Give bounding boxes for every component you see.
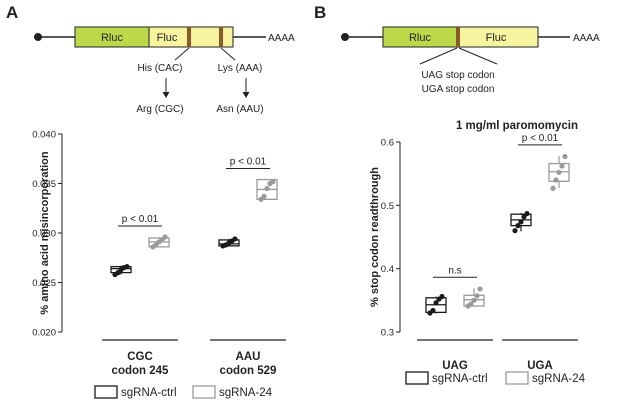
panel-b-pointer-2 [458,47,498,65]
chart-a-y-axis-label: % amino acid misincorporation [39,151,51,314]
panel-a-construct: A Rluc Fluc AAAA His (CAC) Lys (AAA) Arg… [6,3,295,115]
chart-b-category-label: UAG [442,360,468,372]
chart-b-data-point [556,169,562,175]
chart-b-data-point [524,210,530,217]
chart-b-y-axis-label: % stop codon readthrough [369,167,381,307]
chart-a-category-sublabel: codon 529 [220,365,277,377]
panel-b-fluc-label: Fluc [486,32,507,44]
legend-a-treat-swatch [192,385,216,399]
chart-b-significance-label: p < 0.01 [522,133,559,144]
chart-a-significance-label: p < 0.01 [230,157,267,168]
chart-b-y-tick-label: 0.4 [381,264,394,275]
chart-a-box [218,239,240,247]
chart-b-data-point [518,219,524,225]
chart-a: 0.020 0.025 0.030 0.035 0.040 % amino acid mi… [32,130,286,377]
chart-b-data-point [562,153,568,160]
panel-b-polya-label: AAAA [573,33,600,44]
chart-b: 0.3 0.4 0.5 0.6 % stop codon readthrough 1 mg… [369,120,578,372]
panel-a-fluc-label: Fluc [157,32,178,44]
panel-a-mut1-from: His (CAC) [138,63,183,74]
chart-b-box [463,294,485,307]
panel-a-pointer-2 [220,47,236,61]
panel-b-stop-marker [456,27,460,47]
legend-a-ctrl-swatch [94,385,118,399]
chart-b-data-point [430,307,436,314]
chart-b-data-point [515,223,521,229]
chart-b-title: 1 mg/ml paromomycin [456,120,578,132]
legend-a-ctrl-label: sgRNA-ctrl [121,387,177,399]
chart-a-box [110,266,132,274]
chart-a-significance-label: p < 0.01 [122,214,159,225]
chart-a-y-tick-label: 0.025 [32,278,56,289]
legend-b-ctrl-label: sgRNA-ctrl [432,373,488,385]
chart-b-data-point [477,286,483,292]
legend-b-ctrl-swatch [405,371,429,385]
panel-a-rluc-label: Rluc [101,32,124,44]
chart-a-data-point [232,236,238,242]
panel-a-mut2-from: Lys (AAA) [218,63,263,74]
chart-b-data-point [468,301,474,307]
chart-b-y-tick-label: 0.3 [381,328,394,339]
panel-b-letter: B [314,3,326,22]
chart-b-data-point [550,185,556,191]
chart-a-category-label: AAU [236,351,261,363]
chart-a-data-point [162,234,168,240]
panel-a-pointer-1 [174,47,190,61]
panel-a-polya-label: AAAA [268,33,295,44]
panel-a-arrowhead-2-icon [242,92,250,98]
chart-b-data-point [474,293,480,299]
panel-b-stop2-label: UGA stop codon [422,84,495,95]
chart-a-y-tick-label: 0.030 [32,229,56,240]
legend-b: sgRNA-ctrl sgRNA-24 [405,371,586,385]
panel-a-mutation-marker-1 [187,27,191,47]
panel-a-arrowhead-1-icon [162,92,170,98]
panel-b-stop1-label: UAG stop codon [421,70,494,81]
chart-b-data-point [471,297,477,303]
chart-b-y-tick-label: 0.6 [381,138,394,149]
chart-a-category-sublabel: codon 245 [112,365,169,377]
chart-b-significance-label: n.s [448,265,461,276]
panel-a-letter: A [6,3,18,22]
chart-a-y-tick-label: 0.040 [32,130,56,141]
chart-a-y-tick-label: 0.035 [32,179,56,190]
legend-b-treat-swatch [505,371,529,385]
chart-b-data-point [512,228,518,234]
legend-a: sgRNA-ctrl sgRNA-24 [94,385,273,399]
panel-a-mut1-to: Arg (CGC) [136,104,183,115]
chart-b-data-point [433,300,439,306]
panel-b-construct: B Rluc Fluc AAAA UAG stop codon UGA stop… [314,3,600,95]
chart-b-data-point [553,177,559,183]
chart-a-data-point [261,193,267,199]
chart-b-category-label: UGA [527,360,553,372]
panel-b-rluc-label: Rluc [409,32,432,44]
chart-b-data-point [559,163,565,169]
chart-a-data-point [270,178,276,185]
panel-a-mutation-marker-2 [219,27,223,47]
chart-b-data-point [439,293,445,300]
legend-a-treat-label: sgRNA-24 [219,387,273,399]
chart-a-data-point [264,185,270,192]
chart-b-y-tick-label: 0.5 [381,201,394,212]
chart-a-category-label: CGC [127,351,153,363]
chart-a-y-tick-label: 0.020 [32,328,56,339]
chart-a-data-point [124,264,130,270]
panel-a-mut2-to: Asn (AAU) [216,104,263,115]
legend-b-treat-label: sgRNA-24 [532,373,586,385]
panel-b-pointer-1 [419,47,458,65]
